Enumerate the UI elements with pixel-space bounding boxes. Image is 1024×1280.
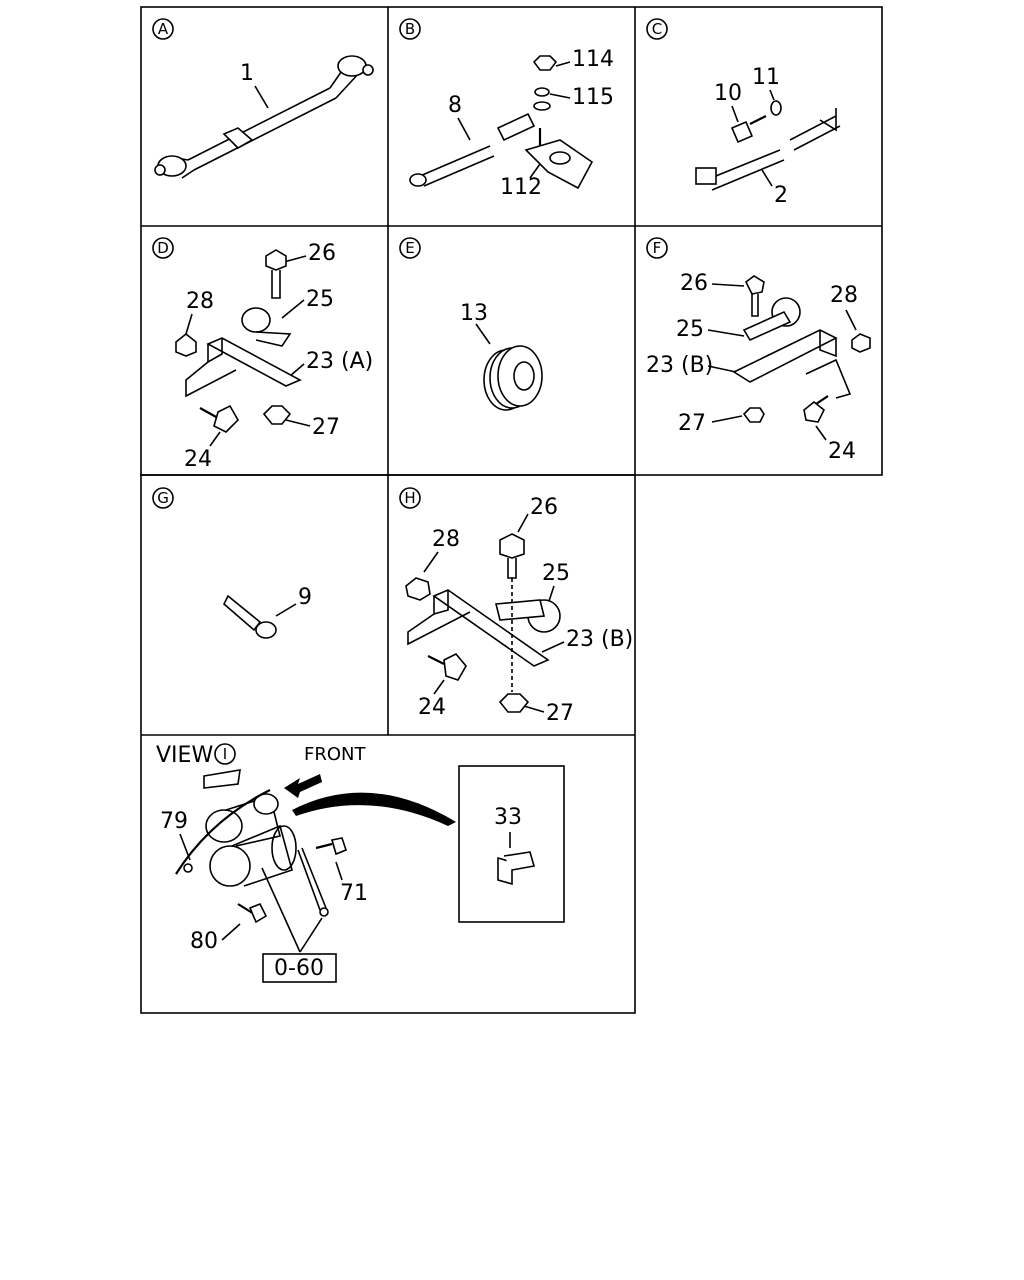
part-number-23b: 23 (B): [646, 353, 713, 378]
bolt-part-24: [803, 395, 829, 423]
part-number-24: 24: [418, 695, 446, 720]
part-number-24: 24: [828, 439, 856, 464]
terminal-part-112: [524, 128, 594, 190]
battery-cable-part-1: [154, 55, 374, 179]
part-number-25: 25: [542, 561, 570, 586]
cable-part-8: [409, 112, 536, 187]
panel-g: G 9: [152, 487, 312, 639]
bolt-part-26: [499, 533, 525, 579]
view-word: VIEW: [156, 743, 213, 768]
panel-a: A 1: [152, 18, 374, 179]
part-number-23a: 23 (A): [306, 349, 373, 374]
terminal-part-9: [223, 594, 277, 639]
part-number-27: 27: [312, 415, 340, 440]
washer-part-11: [770, 100, 782, 116]
part-number-112: 112: [500, 175, 542, 200]
panel-letter: A: [158, 20, 169, 38]
reference-box-label: 0-60: [274, 956, 324, 981]
panel-letter: E: [405, 239, 414, 257]
part-number-9: 9: [298, 585, 312, 610]
part-number-27: 27: [546, 701, 574, 726]
panel-i: VIEW I FRONT 79 71 80: [156, 743, 565, 983]
panel-letter: B: [405, 20, 415, 38]
cable-part-2: [695, 108, 841, 191]
panel-h: H 26 28 25 23 (B) 24 27: [399, 487, 633, 726]
panel-b: B 8 114 115 112: [399, 18, 614, 200]
washer-part-115: [534, 87, 550, 97]
part-number-28: 28: [186, 289, 214, 314]
part-number-33: 33: [494, 805, 522, 830]
bolt-part-71: [315, 837, 347, 856]
part-number-2: 2: [774, 183, 788, 208]
clip-part-25: [494, 599, 561, 633]
part-number-26: 26: [530, 495, 558, 520]
nut-part-27: [742, 407, 765, 423]
part-number-115: 115: [572, 85, 614, 110]
panel-letter: I: [223, 745, 227, 763]
panel-letter: H: [404, 489, 415, 507]
panel-grid: [140, 6, 883, 1014]
bolt-part-24: [199, 404, 239, 433]
part-number-25: 25: [676, 317, 704, 342]
detail-arrow-icon: [292, 792, 456, 826]
panel-f: F 26 28 25 23 (B) 27 24: [646, 237, 871, 464]
part-number-24: 24: [184, 447, 212, 472]
front-label: FRONT: [304, 744, 366, 765]
part-number-114: 114: [572, 47, 614, 72]
panel-e: E 13: [399, 237, 543, 411]
clip-part-25: [241, 307, 292, 347]
nut-part-28: [851, 333, 871, 353]
detail-inset-box: [458, 765, 565, 923]
part-number-11: 11: [752, 65, 780, 90]
panel-letter: D: [157, 239, 169, 257]
part-number-26: 26: [308, 241, 336, 266]
bracket-part-23b: [407, 589, 550, 667]
part-number-28: 28: [432, 527, 460, 552]
part-number-28: 28: [830, 283, 858, 308]
starter-motor-assembly: [175, 769, 329, 917]
cap-part-33: [497, 851, 536, 886]
part-number-13: 13: [460, 301, 488, 326]
bolt-part-24: [427, 653, 467, 681]
nut-part-114: [532, 55, 558, 71]
nut-part-27: [262, 405, 292, 425]
part-number-23b: 23 (B): [566, 627, 633, 652]
panel-letter: C: [652, 20, 662, 38]
part-number-8: 8: [448, 93, 462, 118]
grommet-part-13: [483, 345, 543, 411]
part-number-71: 71: [340, 881, 368, 906]
part-number-25: 25: [306, 287, 334, 312]
part-number-80: 80: [190, 929, 218, 954]
panel-letter: F: [653, 239, 662, 257]
bracket-part-23b: [732, 329, 852, 399]
part-number-79: 79: [160, 809, 188, 834]
bolt-part-26: [744, 275, 765, 317]
part-number-1: 1: [240, 61, 254, 86]
panel-d: D 26 28 25 23 (A) 24 27: [152, 237, 373, 472]
panel-c: C 10 11 2: [646, 18, 841, 208]
bracket-part-23a: [185, 337, 302, 398]
part-number-26: 26: [680, 271, 708, 296]
bolt-part-26: [265, 249, 287, 299]
panel-letter: G: [157, 489, 169, 507]
clip-part-25: [742, 297, 801, 342]
bolt-part-80: [237, 902, 268, 924]
part-number-10: 10: [714, 81, 742, 106]
nut-part-28: [175, 332, 197, 357]
front-arrow-icon: [284, 774, 322, 798]
bolt-part-10: [730, 115, 767, 144]
part-number-27: 27: [678, 411, 706, 436]
nut-part-28: [405, 577, 431, 601]
nut-part-27: [498, 693, 530, 713]
